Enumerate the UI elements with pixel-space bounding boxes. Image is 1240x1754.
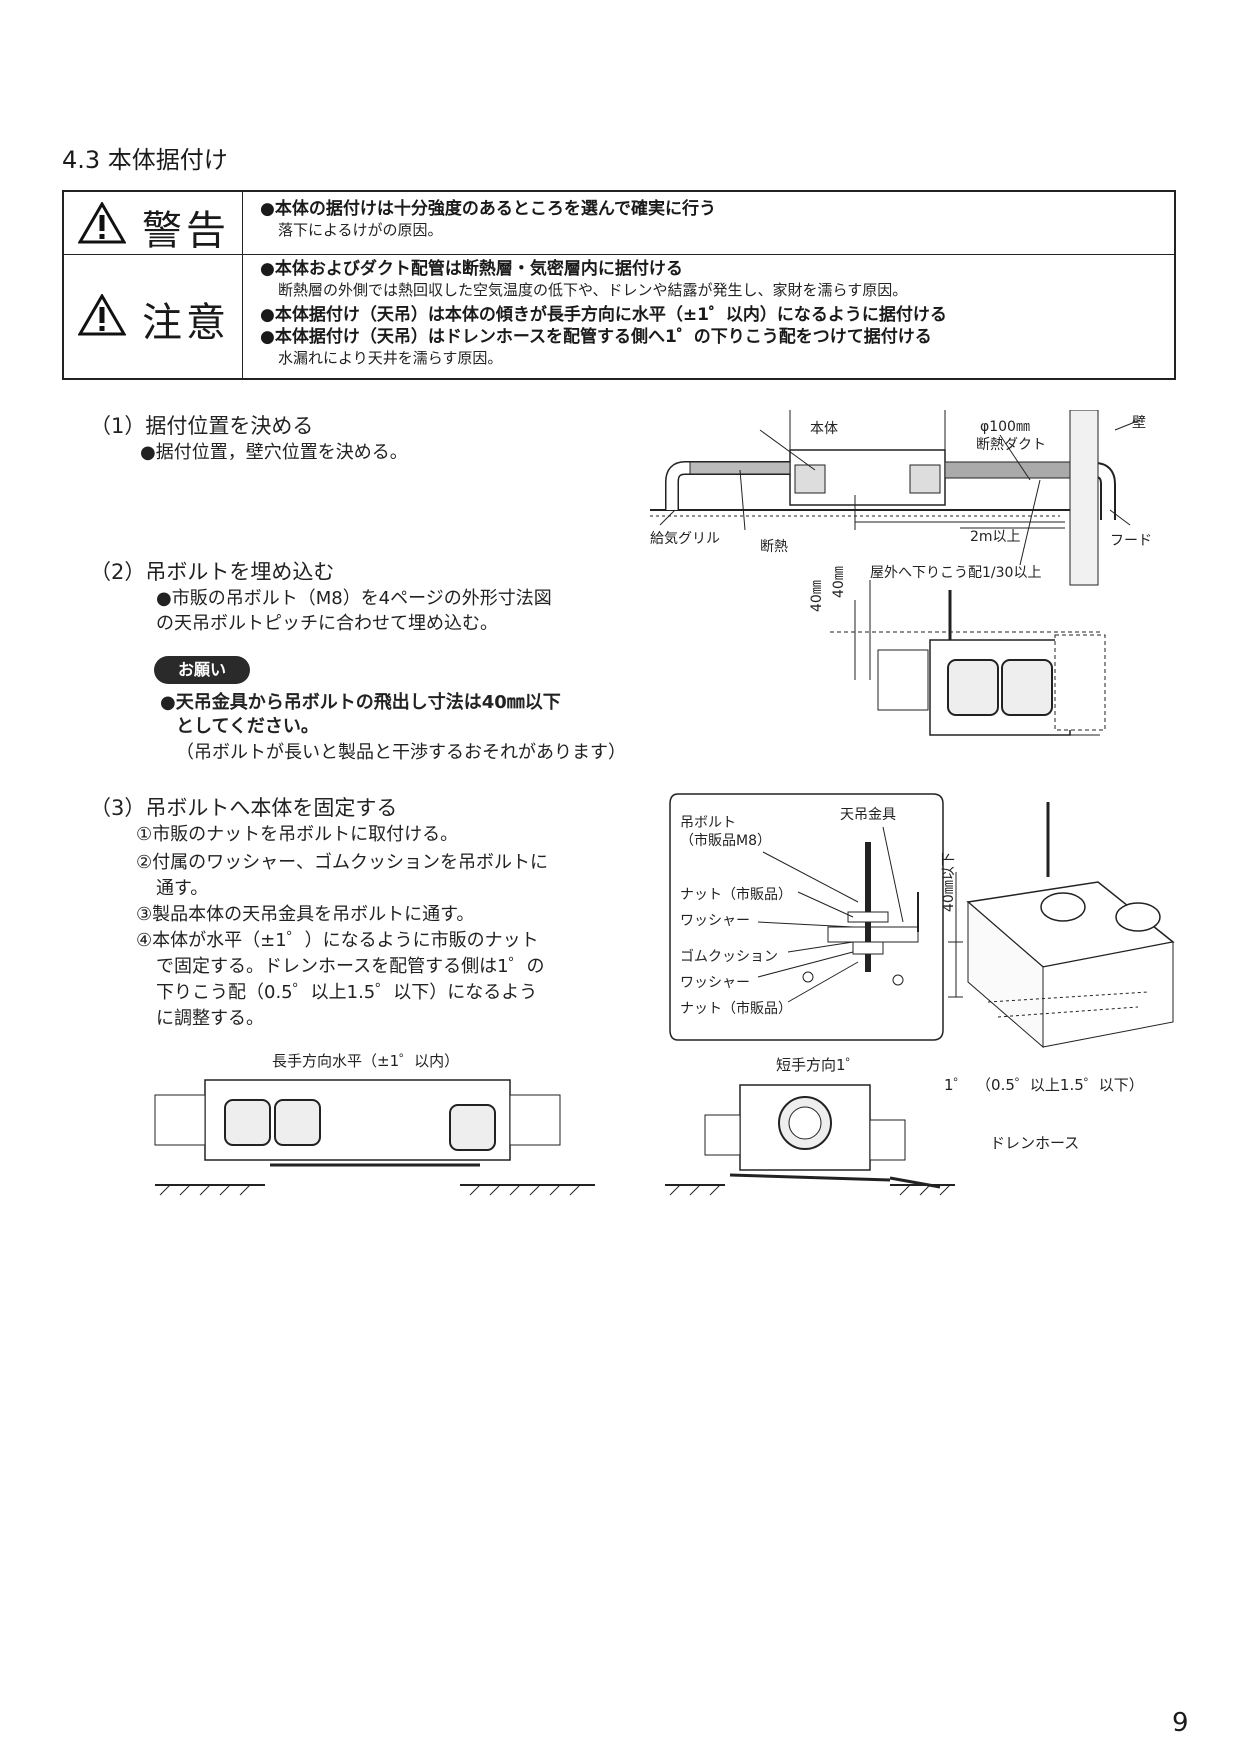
label-washer: ワッシャー (680, 975, 750, 991)
label-supply-grill: 給気グリル (650, 531, 720, 547)
caution-note: 水漏れにより天井を濡らす原因。 (278, 349, 503, 367)
dim-label: 40㎜ (831, 566, 847, 598)
caution-triangle-icon (78, 294, 126, 336)
short-side-view-diagram (665, 1084, 955, 1196)
step2-body-line: の天吊ボルトピッチに合わせて埋め込む。 (156, 613, 498, 634)
warning-item: ●本体の据付けは十分強度のあるところを選んで確実に行う (260, 199, 716, 219)
label-hanging-bolt: 吊ボルト (680, 815, 736, 831)
section-title: 4.3 本体据付け (62, 146, 228, 174)
label-washer: ワッシャー (680, 913, 750, 929)
page-number: 9 (1172, 1708, 1189, 1738)
label-insulated-duct: 断熱ダクト (976, 437, 1046, 453)
label-rubber-cushion: ゴムクッション (680, 949, 778, 965)
label-distance: 2m以上 (970, 529, 1021, 545)
long-side-view-diagram (154, 1079, 595, 1196)
warning-row: 警告 ●本体の据付けは十分強度のあるところを選んで確実に行う 落下によるけがの原… (64, 192, 1174, 255)
safety-table: 警告 ●本体の据付けは十分強度のあるところを選んで確実に行う 落下によるけがの原… (62, 190, 1176, 380)
step1-heading: （1）据付位置を決める (90, 414, 314, 438)
step3-line: に調整する。 (156, 1008, 264, 1029)
step2-body-line: ●市販の吊ボルト（M8）を4ページの外形寸法図 (156, 588, 552, 609)
label-duct-size: φ100㎜ (980, 419, 1030, 435)
label-main-unit: 本体 (810, 421, 838, 437)
step3-line: 通す。 (156, 878, 209, 899)
dim-label: 40㎜以下 (941, 852, 957, 912)
step3-line: ②付属のワッシャー、ゴムクッションを吊ボルトに (136, 852, 548, 873)
dim-label: 40㎜ (809, 580, 825, 612)
label-hanging-bolt-spec: （市販品M8） (680, 833, 771, 849)
step3-line: ①市販のナットを吊ボルトに取付ける。 (136, 824, 459, 845)
label-wall: 壁 (1132, 415, 1146, 431)
step3-heading: （3）吊ボルトへ本体を固定する (90, 796, 398, 820)
warning-label-cell: 警告 (64, 192, 243, 254)
step3-line: 下りこう配（0.5゜以上1.5゜以下）になるよう (156, 982, 538, 1003)
short-side-caption: 短手方向1゜ (776, 1056, 861, 1074)
caution-item: ●本体据付け（天吊）は本体の傾きが長手方向に水平（±1゜以内）になるように据付け… (260, 305, 947, 325)
warning-triangle-icon (78, 202, 126, 244)
label-insulation: 断熱 (760, 539, 788, 555)
installation-position-diagram (650, 410, 1141, 586)
warning-content: ●本体の据付けは十分強度のあるところを選んで確実に行う 落下によるけがの原因。 (260, 198, 1166, 240)
label-hanging-bracket: 天吊金具 (840, 807, 896, 823)
label-nut: ナット（市販品） (680, 1001, 792, 1017)
warning-label: 警告 (142, 208, 230, 254)
step2-heading: （2）吊ボルトを埋め込む (90, 560, 335, 584)
caution-content: ●本体およびダクト配管は断熱層・気密層内に据付ける 断熱層の外側では熱回収した空… (260, 258, 1166, 368)
request-line: としてください。 (176, 716, 319, 737)
long-side-caption: 長手方向水平（±1゜以内） (272, 1052, 460, 1070)
caution-item: ●本体およびダクト配管は断熱層・気密層内に据付ける (260, 259, 683, 279)
request-line: （吊ボルトが長いと製品と干渉するおそれがあります） (176, 742, 626, 763)
caution-label: 注意 (142, 300, 230, 346)
angle-label: 1゜ （0.5゜以上1.5゜以下） (944, 1076, 1144, 1094)
label-nut: ナット（市販品） (680, 887, 792, 903)
step1-body: ●据付位置，壁穴位置を決める。 (140, 442, 408, 463)
caution-row: 注意 ●本体およびダクト配管は断熱層・気密層内に据付ける 断熱層の外側では熱回収… (64, 254, 1174, 378)
bolt-protrusion-diagram (830, 580, 1106, 736)
step3-line: で固定する。ドレンホースを配管する側は1゜の (156, 956, 545, 977)
caution-label-cell: 注意 (64, 254, 243, 378)
label-hood: フード (1110, 533, 1152, 549)
request-badge: お願い (154, 656, 250, 684)
request-line: ●天吊金具から吊ボルトの飛出し寸法は40㎜以下 (160, 692, 561, 713)
caution-note: 断熱層の外側では熱回収した空気温度の低下や、ドレンや結露が発生し、家財を濡らす原… (278, 281, 908, 299)
caution-item: ●本体据付け（天吊）はドレンホースを配管する側へ1゜の下りこう配をつけて据付ける (260, 327, 932, 347)
label-outdoor-slope: 屋外へ下りこう配1/30以上 (870, 565, 1042, 581)
bolt-fixing-detail-diagram (669, 793, 1175, 1049)
step3-line: ④本体が水平（±1゜）になるように市販のナット (136, 930, 539, 951)
warning-note: 落下によるけがの原因。 (278, 221, 443, 239)
drain-hose-label: ドレンホース (990, 1134, 1080, 1152)
step3-line: ③製品本体の天吊金具を吊ボルトに通す。 (136, 904, 475, 925)
